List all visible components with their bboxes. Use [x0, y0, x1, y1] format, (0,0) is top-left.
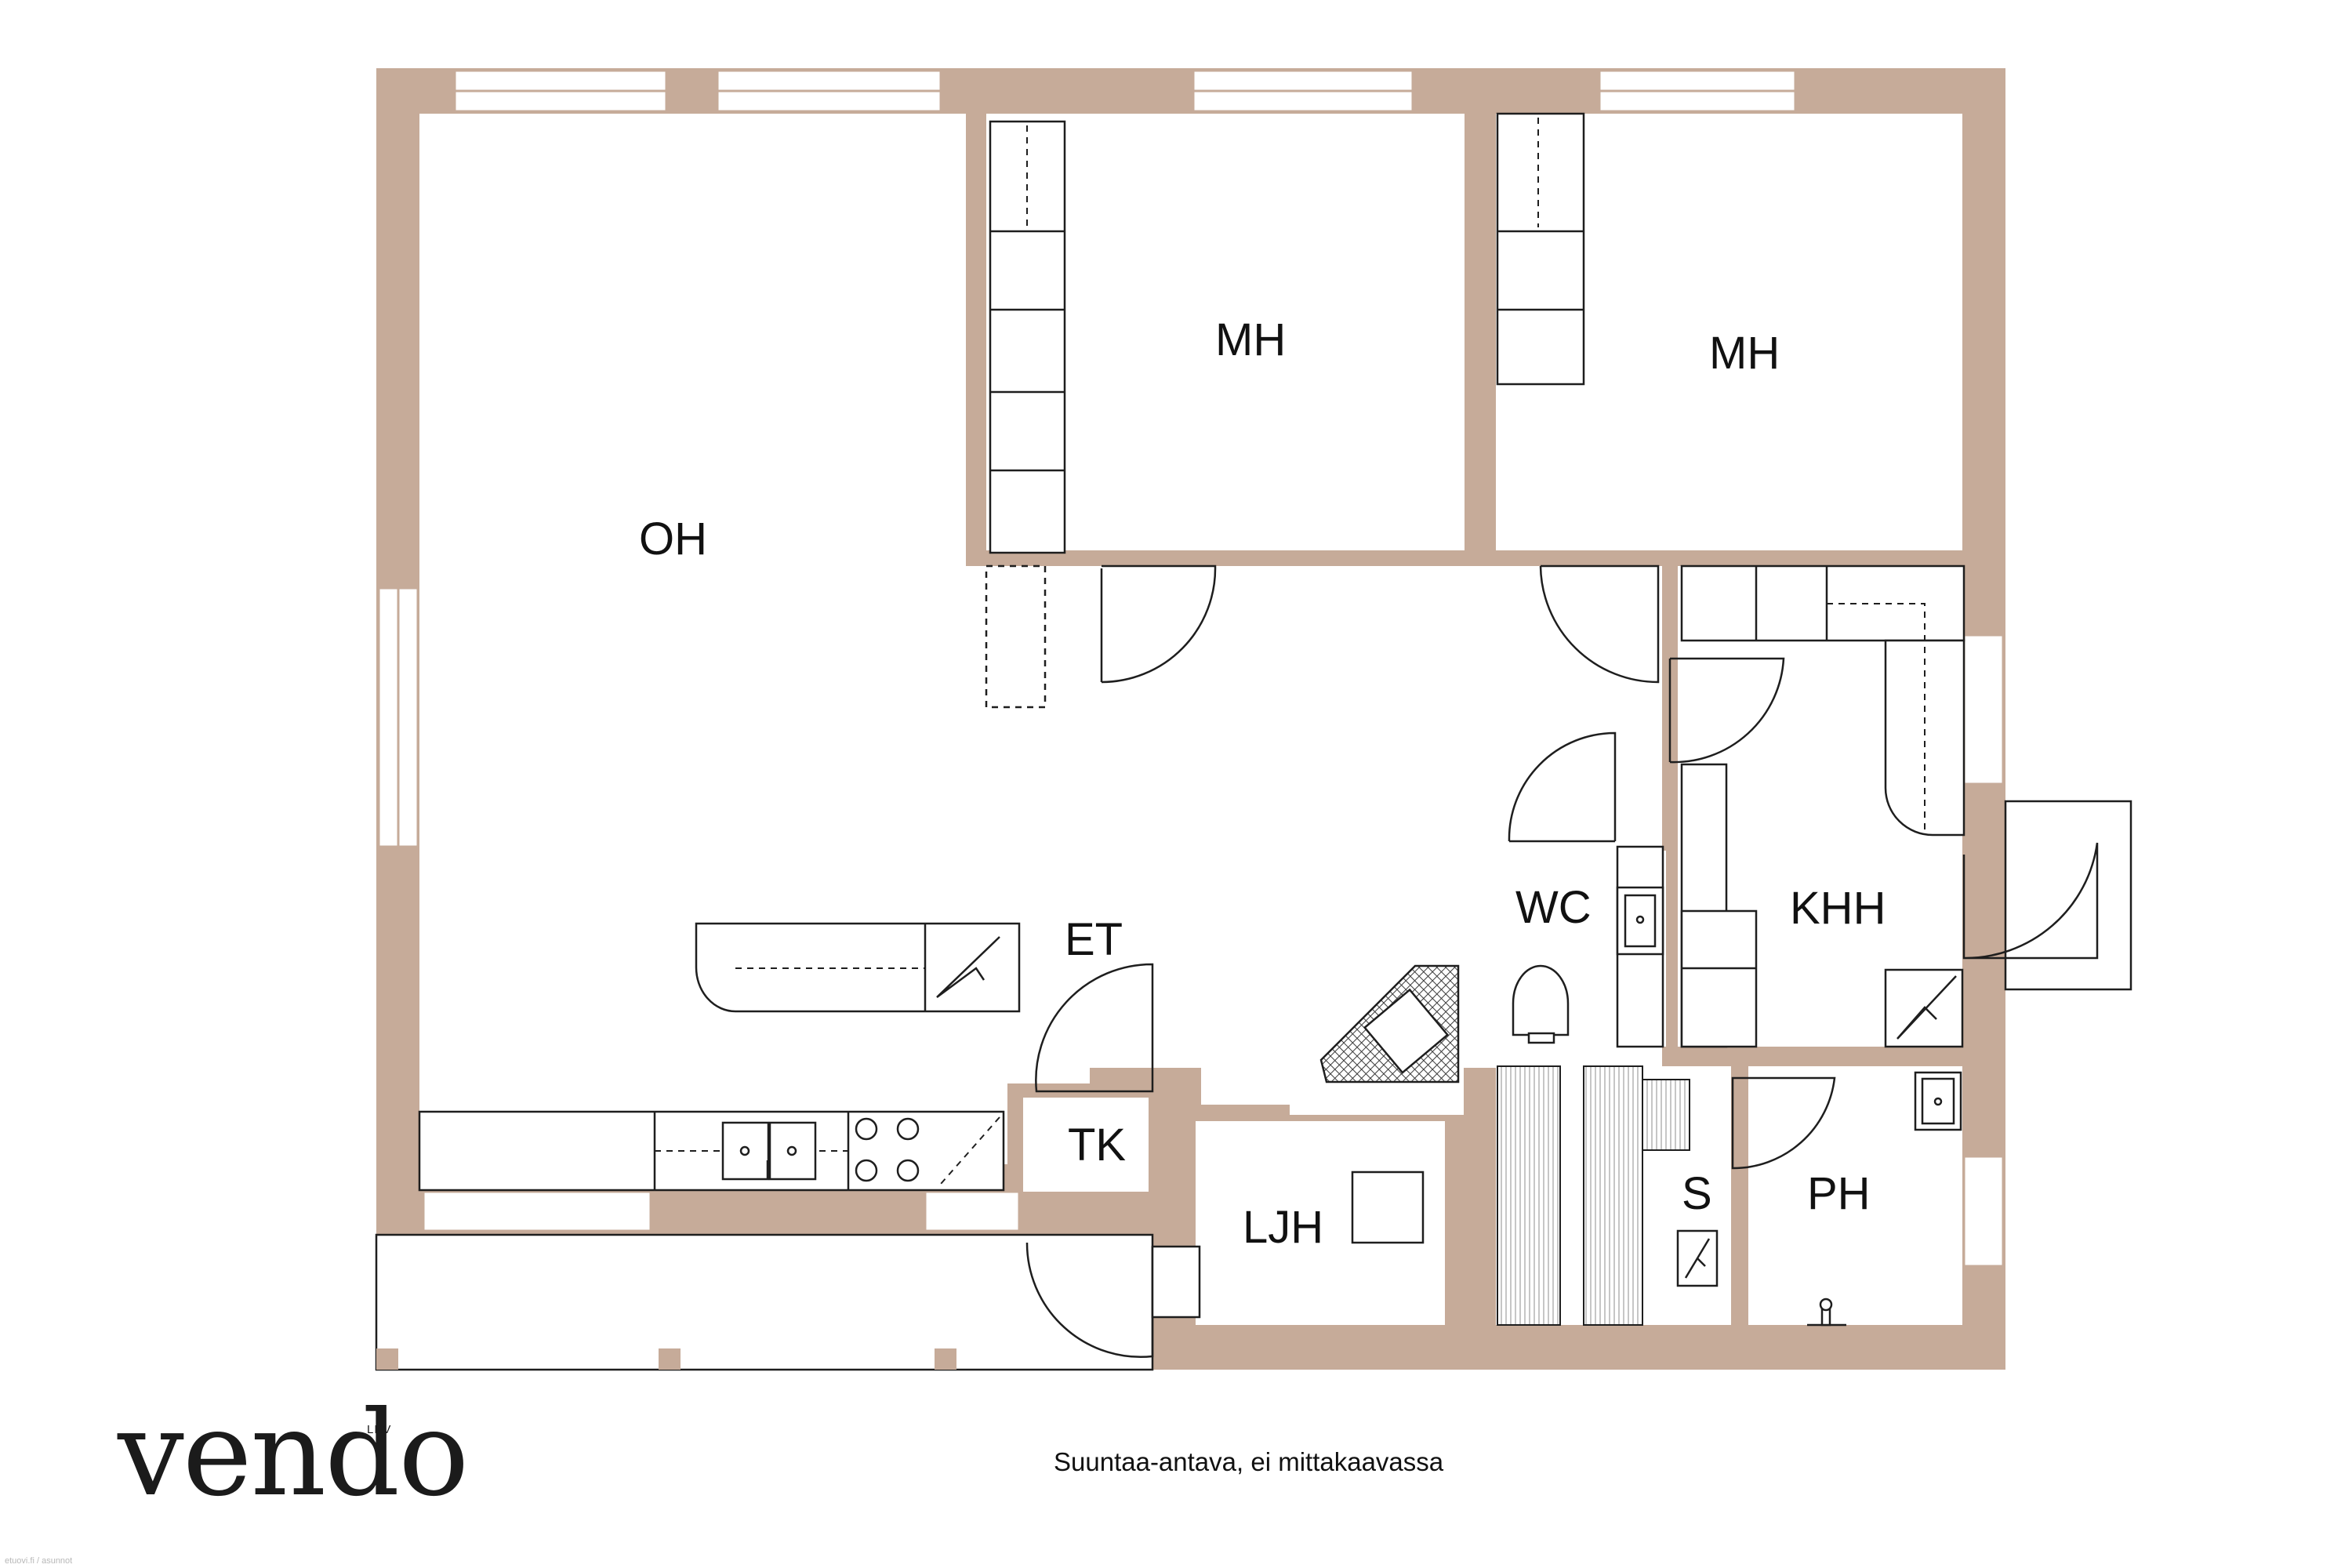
- porch: [375, 1233, 1154, 1371]
- logo-suffix: LKV: [367, 1423, 392, 1436]
- wardrobe-mh2: [1496, 112, 1585, 386]
- wc-fixtures: [1512, 845, 1664, 1048]
- doors: [1025, 564, 2132, 1358]
- watermark: etuovi.fi / asunnot: [5, 1556, 73, 1566]
- windows: [377, 69, 2005, 1268]
- room-label-khh: KHH: [1790, 883, 1886, 934]
- sauna-fixtures: [1497, 1065, 1719, 1326]
- kitchen-counter: [418, 1110, 1005, 1192]
- room-label-tk: TK: [1068, 1120, 1126, 1171]
- khh-fixtures: [1680, 564, 1965, 1048]
- vendo-logo: vendo: [118, 1386, 469, 1523]
- room-label-s: S: [1682, 1168, 1712, 1219]
- room-label-oh: OH: [639, 514, 707, 564]
- room-label-mh-2: MH: [1709, 328, 1780, 379]
- wardrobe-mh1: [985, 120, 1066, 709]
- room-label-ph: PH: [1807, 1168, 1871, 1219]
- scale-disclaimer: Suuntaa-antava, ei mittakaavassa: [1054, 1447, 1444, 1476]
- room-label-mh-1: MH: [1215, 314, 1286, 365]
- ph-fixtures: [1807, 1071, 1962, 1327]
- room-label-ljh: LJH: [1243, 1202, 1323, 1253]
- room-label-et: ET: [1065, 914, 1123, 965]
- fireplace: [1319, 964, 1460, 1083]
- room-labels: OH MH MH ET WC KHH TK LJH S PH: [639, 314, 1886, 1253]
- room-label-wc: WC: [1515, 882, 1592, 933]
- ljh-fixtures: [1351, 1171, 1425, 1244]
- kitchen-island: [695, 922, 1021, 1013]
